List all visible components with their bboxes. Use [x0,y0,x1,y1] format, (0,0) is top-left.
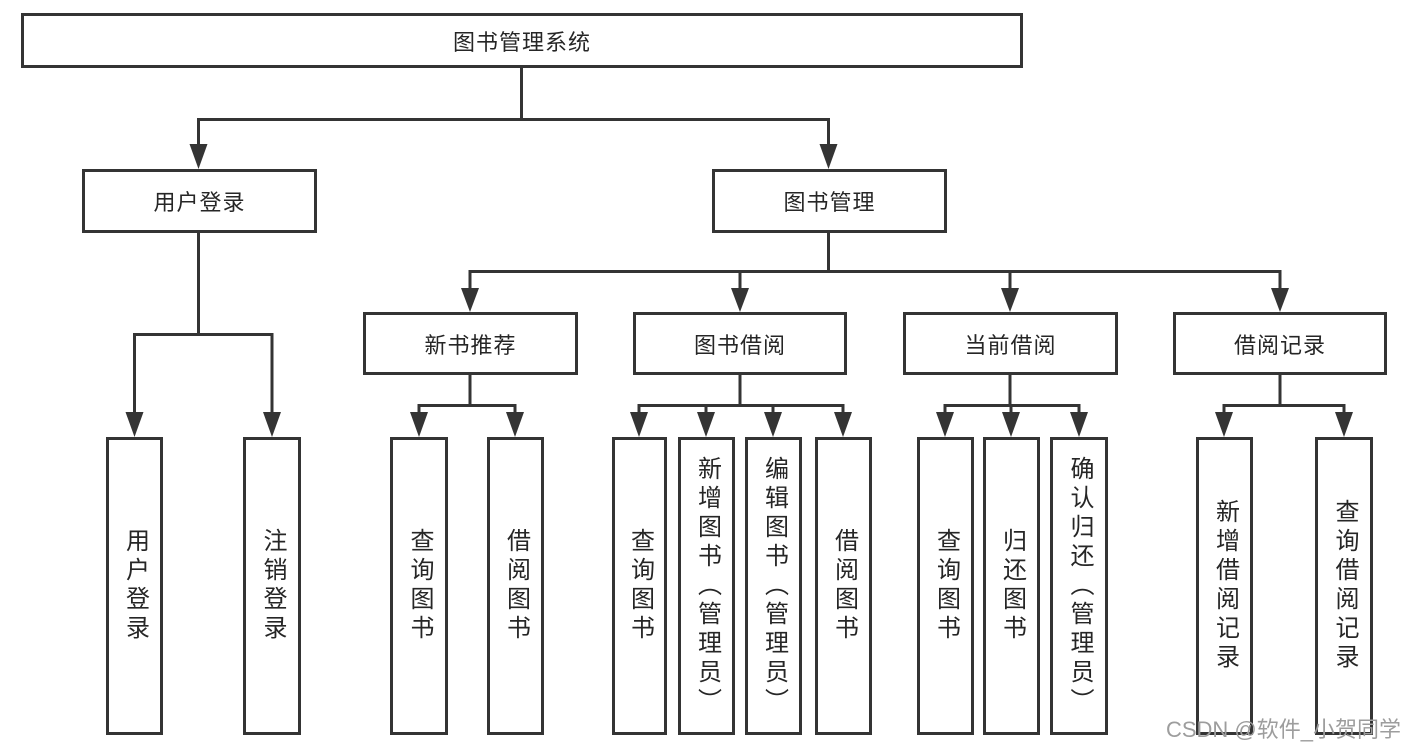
node-borrow-records: 借阅记录 [1173,312,1387,375]
node-root-system: 图书管理系统 [21,13,1023,68]
arrowhead-down [834,412,852,437]
leaf-label: 查询借阅记录 [1331,499,1358,673]
arrowhead-down [697,412,715,437]
arrowhead-down [819,144,838,169]
leaf-label: 查询图书 [626,528,654,644]
arrowhead-down [731,288,749,312]
node-book-management: 图书管理 [712,169,947,233]
leaf-label: 借阅图书 [502,528,530,644]
leaf-query-borrow-record: 查询借阅记录 [1315,437,1373,735]
node-user-login: 用户登录 [82,169,317,233]
leaf-add-books-admin: 新增图书（管理员） [678,437,735,735]
leaf-label: 查询图书 [406,528,433,644]
arrowhead-down [936,412,954,437]
arrowhead-down [263,412,281,437]
arrowhead-down [506,412,524,437]
arrowhead-down [1001,288,1019,312]
leaf-query-books-recommend: 查询图书 [390,437,448,735]
node-new-book-recommend: 新书推荐 [363,312,578,375]
leaf-label: 归还图书 [998,528,1026,644]
watermark: CSDN @软件_小贺同学 [1165,717,1401,742]
leaf-add-borrow-record: 新增借阅记录 [1196,437,1253,735]
leaf-label: 借阅图书 [830,528,858,644]
leaf-borrow-books: 借阅图书 [815,437,872,735]
leaf-query-books-borrow: 查询图书 [612,437,667,735]
leaf-label: 编辑图书（管理员） [760,455,788,717]
leaf-label: 注销登录 [259,528,286,644]
leaf-borrow-books-recommend: 借阅图书 [487,437,544,735]
arrowhead-down [410,412,428,437]
arrowhead-down [630,412,648,437]
arrowhead-down [1215,412,1233,437]
leaf-label: 新增图书（管理员） [693,455,721,717]
arrowhead-down [189,144,208,169]
arrowhead-down [764,412,782,437]
leaf-edit-books-admin: 编辑图书（管理员） [745,437,802,735]
leaf-label: 用户登录 [121,528,149,644]
arrowhead-down [1271,288,1289,312]
arrowhead-down [1335,412,1353,437]
arrowhead-down [461,288,479,312]
leaf-label: 新增借阅记录 [1211,499,1239,673]
leaf-label: 确认归还（管理员） [1066,455,1093,717]
leaf-query-books-current: 查询图书 [917,437,974,735]
arrowhead-down [125,412,144,437]
leaf-logout: 注销登录 [243,437,301,735]
leaf-label: 查询图书 [932,528,960,644]
arrowhead-down [1002,412,1020,437]
leaf-return-books: 归还图书 [983,437,1040,735]
leaf-user-login: 用户登录 [106,437,163,735]
leaf-confirm-return-admin: 确认归还（管理员） [1050,437,1108,735]
node-book-borrow: 图书借阅 [633,312,847,375]
arrowhead-down [1070,412,1088,437]
node-current-borrow: 当前借阅 [903,312,1118,375]
